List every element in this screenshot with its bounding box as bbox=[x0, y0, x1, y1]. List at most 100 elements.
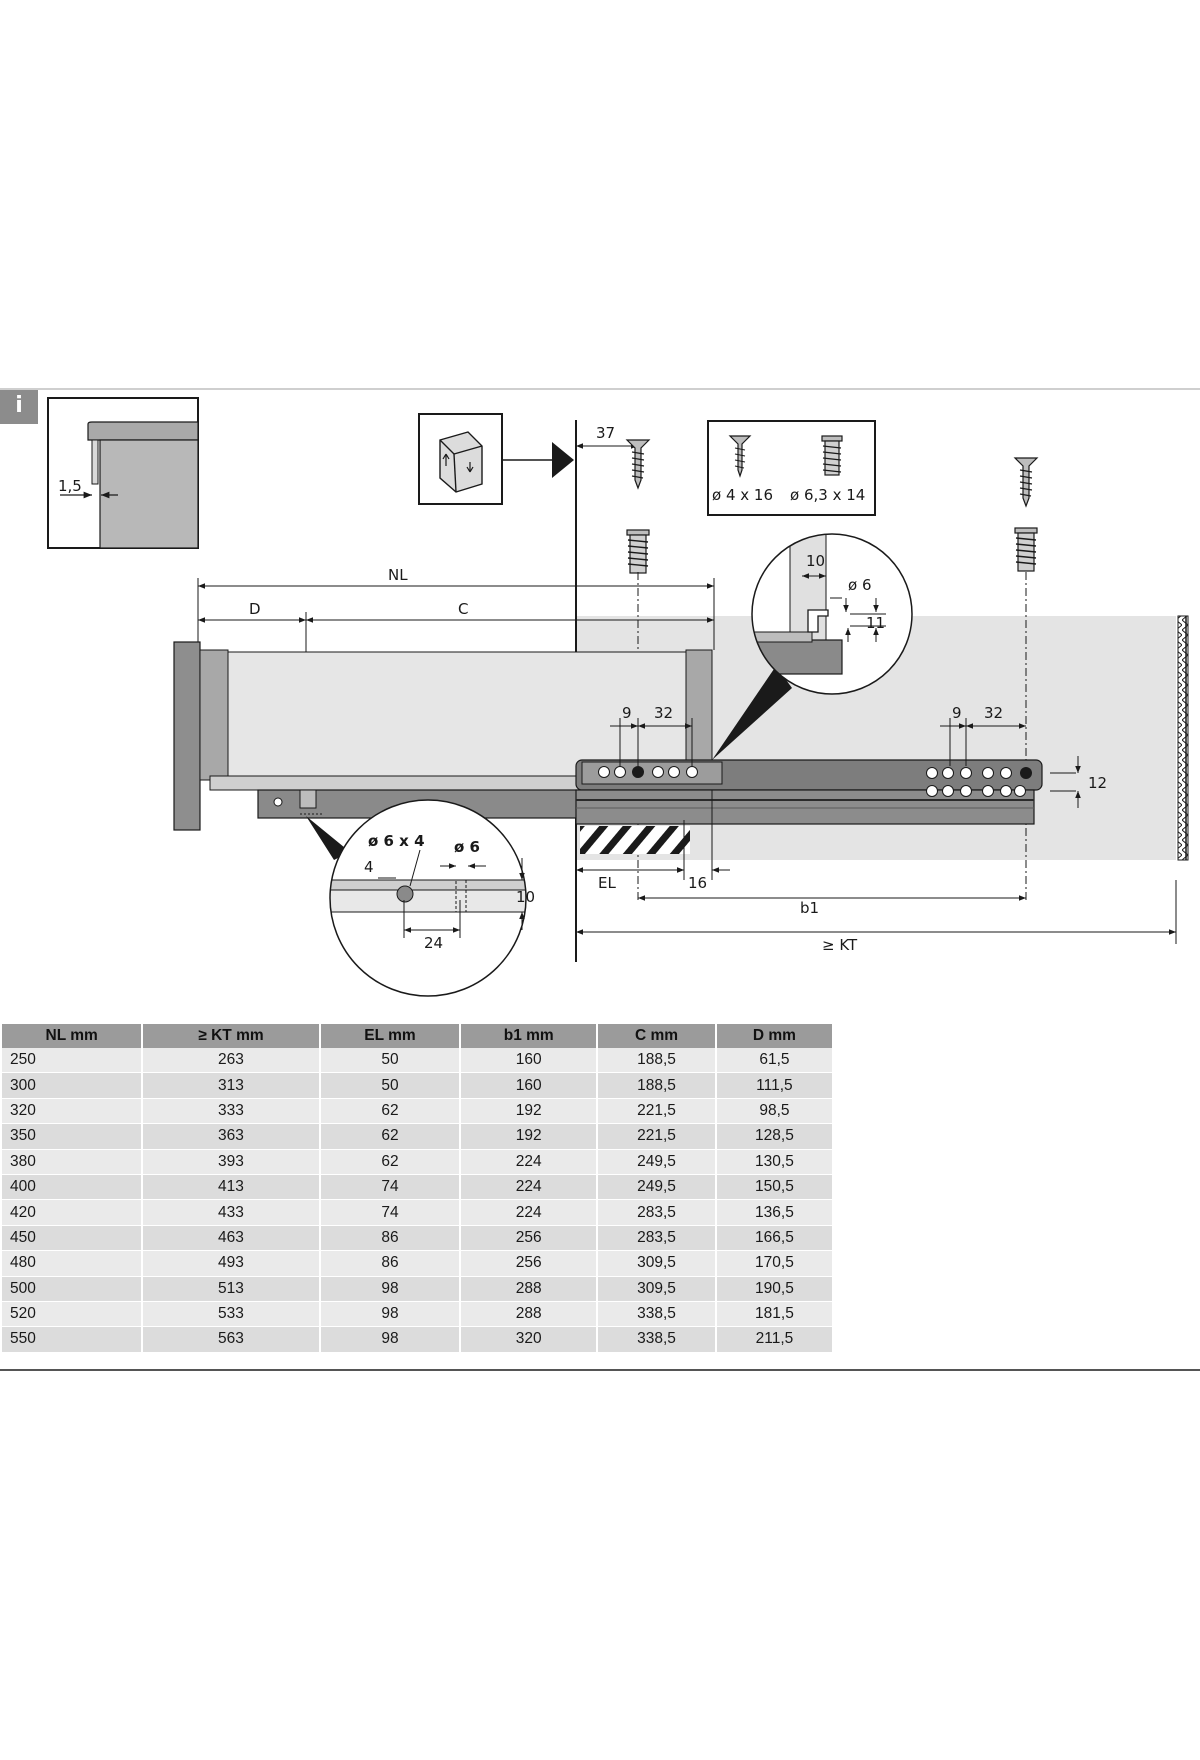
rear-holes bbox=[926, 767, 1032, 797]
cell-d: 128,5 bbox=[715, 1123, 832, 1150]
gap-label: 1,5 bbox=[58, 477, 82, 495]
cell-c: 188,5 bbox=[597, 1072, 717, 1099]
header-kt: ≥ KT mm bbox=[142, 1024, 321, 1048]
cell-el: 98 bbox=[319, 1276, 462, 1302]
header-el: EL mm bbox=[319, 1024, 462, 1048]
cell-c: 249,5 bbox=[597, 1149, 717, 1175]
screw-large-icon bbox=[821, 435, 843, 476]
zoom-detail-bottom bbox=[330, 800, 526, 996]
cell-kt: 413 bbox=[142, 1174, 321, 1201]
zoom-leader bbox=[712, 666, 792, 760]
cell-c: 221,5 bbox=[597, 1123, 717, 1150]
dim-32-rear: 32 bbox=[984, 704, 1003, 722]
cell-c: 249,5 bbox=[597, 1174, 717, 1201]
header-nl: NL mm bbox=[2, 1024, 144, 1048]
cabinet-icon bbox=[418, 413, 574, 505]
cell-kt: 533 bbox=[142, 1301, 321, 1328]
header-d: D mm bbox=[715, 1024, 832, 1048]
cell-el: 86 bbox=[319, 1225, 462, 1252]
cell-nl: 480 bbox=[2, 1250, 144, 1277]
cell-el: 62 bbox=[319, 1123, 462, 1150]
cell-kt: 363 bbox=[142, 1123, 321, 1150]
cell-b1: 288 bbox=[460, 1301, 599, 1328]
cell-nl: 300 bbox=[2, 1072, 144, 1099]
cell-kt: 463 bbox=[142, 1225, 321, 1252]
cell-d: 211,5 bbox=[715, 1326, 832, 1353]
screw-small-icon bbox=[728, 435, 752, 478]
cell-d: 170,5 bbox=[715, 1250, 832, 1277]
cell-c: 309,5 bbox=[597, 1250, 717, 1277]
cell-kt: 433 bbox=[142, 1199, 321, 1226]
screw-rear-2 bbox=[1014, 527, 1038, 572]
circle-leader bbox=[306, 816, 350, 860]
top-rule bbox=[0, 388, 1200, 390]
cell-b1: 224 bbox=[460, 1199, 599, 1226]
cell-el: 98 bbox=[319, 1326, 462, 1353]
info-tab: i bbox=[0, 390, 38, 424]
cell-d: 111,5 bbox=[715, 1072, 832, 1099]
cell-b1: 320 bbox=[460, 1326, 599, 1353]
cell-kt: 313 bbox=[142, 1072, 321, 1099]
cell-el: 50 bbox=[319, 1072, 462, 1099]
cell-el: 74 bbox=[319, 1199, 462, 1226]
dim-NL: NL bbox=[388, 566, 408, 584]
dim-EL: EL bbox=[598, 874, 616, 892]
cell-nl: 420 bbox=[2, 1199, 144, 1226]
dim-12: 12 bbox=[1088, 774, 1107, 792]
dim-32-front: 32 bbox=[654, 704, 673, 722]
cell-el: 50 bbox=[319, 1048, 462, 1074]
circle-dim-4: 4 bbox=[364, 858, 374, 876]
cell-kt: 263 bbox=[142, 1048, 321, 1074]
front-holes bbox=[598, 766, 698, 778]
circle-dim-10: 10 bbox=[516, 888, 535, 906]
cell-b1: 256 bbox=[460, 1250, 599, 1277]
cell-kt: 393 bbox=[142, 1149, 321, 1175]
cell-nl: 400 bbox=[2, 1174, 144, 1201]
cell-b1: 192 bbox=[460, 1098, 599, 1125]
cell-nl: 450 bbox=[2, 1225, 144, 1252]
cell-nl: 500 bbox=[2, 1276, 144, 1302]
cell-d: 136,5 bbox=[715, 1199, 832, 1226]
screw-rear-1 bbox=[1013, 457, 1039, 508]
cell-c: 283,5 bbox=[597, 1225, 717, 1252]
dim-D: D bbox=[249, 600, 261, 618]
circle-dim-dia6: ø 6 bbox=[454, 838, 480, 856]
cell-d: 130,5 bbox=[715, 1149, 832, 1175]
table-header-row: NL mm ≥ KT mm EL mm b1 mm C mm D mm bbox=[2, 1024, 832, 1048]
cell-nl: 320 bbox=[2, 1098, 144, 1125]
cell-c: 221,5 bbox=[597, 1098, 717, 1125]
cell-c: 188,5 bbox=[597, 1048, 717, 1074]
floor-hatch bbox=[580, 826, 690, 854]
cell-kt: 333 bbox=[142, 1098, 321, 1125]
cell-c: 338,5 bbox=[597, 1301, 717, 1328]
cabinet-wall bbox=[1177, 615, 1189, 861]
screw-large-label: ø 6,3 x 14 bbox=[790, 486, 865, 504]
cell-el: 62 bbox=[319, 1098, 462, 1125]
cell-d: 150,5 bbox=[715, 1174, 832, 1201]
zoom-dim-dia6: ø 6 bbox=[848, 576, 872, 594]
cell-d: 61,5 bbox=[715, 1048, 832, 1074]
header-b1: b1 mm bbox=[460, 1024, 599, 1048]
cell-nl: 520 bbox=[2, 1301, 144, 1328]
bottom-rule bbox=[0, 1369, 1200, 1371]
cell-nl: 380 bbox=[2, 1149, 144, 1175]
drawer-body bbox=[173, 641, 725, 831]
cell-c: 338,5 bbox=[597, 1326, 717, 1353]
cell-el: 86 bbox=[319, 1250, 462, 1277]
cell-kt: 493 bbox=[142, 1250, 321, 1277]
cell-el: 98 bbox=[319, 1301, 462, 1328]
zoom-detail-top bbox=[752, 534, 912, 694]
screw-front-2 bbox=[626, 529, 650, 574]
cell-d: 166,5 bbox=[715, 1225, 832, 1252]
